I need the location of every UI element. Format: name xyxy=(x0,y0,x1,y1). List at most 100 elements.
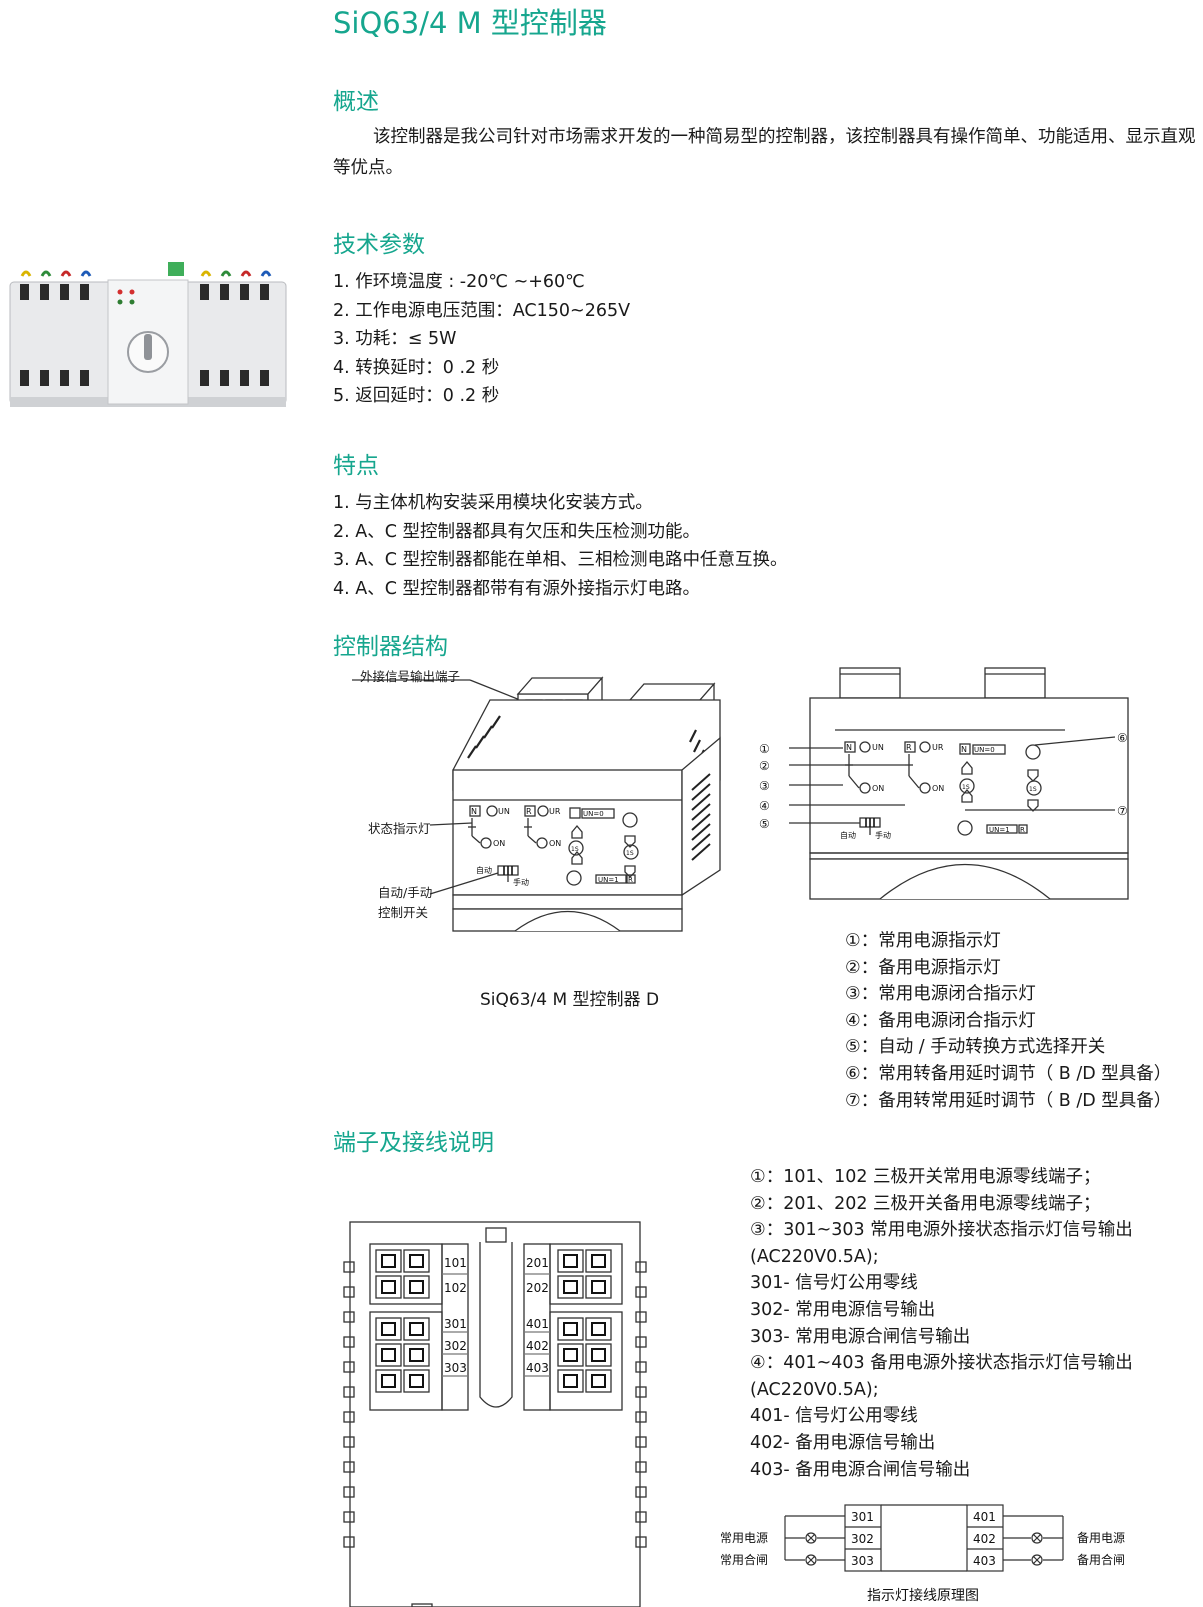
feature-item: 2. A、C 型控制器都具有欠压和失压检测功能。 xyxy=(333,521,701,542)
panel-1s-label: 1S xyxy=(1029,786,1037,793)
callout-status-led: 状态指示灯 xyxy=(368,821,431,836)
marker-7: ⑦ xyxy=(1117,804,1128,818)
marker-2: ② xyxy=(759,759,770,773)
terminal-description: ①：101、102 三极开关常用电源零线端子； ②：201、202 三极开关备用… xyxy=(750,1164,1133,1483)
features-list: 1. 与主体机构安装采用模块化安装方式。 2. A、C 型控制器都具有欠压和失压… xyxy=(333,489,788,603)
legend-item: ①：常用电源指示灯 xyxy=(845,931,1001,951)
terminal-line: ④：401~403 备用电源外接状态指示灯信号输出 xyxy=(750,1353,1133,1374)
terminal-line: ①：101、102 三极开关常用电源零线端子； xyxy=(750,1167,1101,1187)
panel-r-label: R xyxy=(1020,826,1025,834)
callout-switch-line1: 自动/手动 xyxy=(378,885,433,900)
tech-item: 1. 作环境温度 : -20℃ ~+60℃ xyxy=(333,272,585,292)
panel-n-label: N xyxy=(846,743,852,752)
terminal-line: 301- 信号灯公用零线 xyxy=(750,1273,918,1294)
wiring-term: 403 xyxy=(973,1554,996,1568)
marker-1: ① xyxy=(759,742,770,756)
marker-3: ③ xyxy=(759,779,770,793)
marker-6: ⑥ xyxy=(1117,731,1128,745)
panel-un-label: UN xyxy=(498,807,510,816)
terminal-line: 401- 信号灯公用零线 xyxy=(750,1406,918,1427)
marker-4: ④ xyxy=(759,799,770,813)
overview-heading: 概述 xyxy=(333,89,379,115)
terminal-line: 403- 备用电源合闸信号输出 xyxy=(750,1459,971,1480)
panel-on-label: ON xyxy=(549,839,561,848)
terminal-label: 202 xyxy=(526,1281,549,1295)
callout-terminal: 外接信号输出端子 xyxy=(360,669,461,684)
terminal-line: ③：301~303 常用电源外接状态指示灯信号输出 xyxy=(750,1220,1133,1241)
terminal-line: 303- 常用电源合闸信号输出 xyxy=(750,1326,971,1347)
wiring-right-top: 备用电源 xyxy=(1077,1531,1125,1545)
terminal-line: 302- 常用电源信号输出 xyxy=(750,1299,936,1320)
wiring-term: 302 xyxy=(851,1532,874,1546)
tech-item: 4. 转换延时：0 .2 秒 xyxy=(333,357,500,378)
panel-un1-label: UN=1 xyxy=(598,876,619,884)
terminal-label: 301 xyxy=(444,1317,467,1331)
tech-list: 1. 作环境温度 : -20℃ ~+60℃ 2. 工作电源电压范围：AC150~… xyxy=(333,268,630,411)
terminal-line: 402- 备用电源信号输出 xyxy=(750,1432,936,1453)
panel-ur-label: UR xyxy=(549,807,561,816)
terminal-label: 201 xyxy=(526,1256,549,1270)
panel-manual-label: 手动 xyxy=(513,877,529,887)
panel-ur-label: UR xyxy=(932,743,944,752)
wiring-term: 303 xyxy=(851,1554,874,1568)
legend-item: ④：备用电源闭合指示灯 xyxy=(845,1010,1036,1031)
wiring-left-bottom: 常用合闸 xyxy=(720,1552,768,1567)
terminal-line: ②：201、202 三极开关备用电源零线端子； xyxy=(750,1193,1101,1214)
terminal-label: 402 xyxy=(526,1339,549,1353)
panel-on-label: ON xyxy=(493,839,505,848)
controller-iso-diagram: N UN R UR ON ON UN=0 1S 1S UN=1 R 自动 手动 xyxy=(352,676,721,932)
legend-item: ③：常用电源闭合指示灯 xyxy=(845,984,1036,1005)
panel-1s-label: 1S xyxy=(962,784,970,791)
panel-auto-label: 自动 xyxy=(840,830,856,840)
wiring-schematic: 301 302 303 401 402 403 常用电源 常用合闸 备用电源 备… xyxy=(720,1504,1125,1604)
page-title: SiQ63/4 M 型控制器 xyxy=(333,6,607,40)
terminal-label: 101 xyxy=(444,1256,467,1270)
panel-1s-label: 1S xyxy=(626,850,634,857)
panel-un0-label: UN=0 xyxy=(974,746,995,754)
wiring-left-top: 常用电源 xyxy=(720,1531,768,1545)
terminal-label: 303 xyxy=(444,1361,467,1375)
product-photo xyxy=(9,262,287,407)
panel-manual-label: 手动 xyxy=(875,830,891,840)
overview-text: 该控制器是我公司针对市场需求开发的一种简易型的控制器，该控制器具有操作简单、功能… xyxy=(333,127,1196,178)
terminal-label: 403 xyxy=(526,1361,549,1375)
wiring-term: 401 xyxy=(973,1510,996,1524)
panel-on-label: ON xyxy=(932,784,944,793)
panel-auto-label: 自动 xyxy=(476,865,492,875)
tech-heading: 技术参数 xyxy=(333,232,425,258)
terminal-label: 102 xyxy=(444,1281,467,1295)
legend-item: ⑥：常用转备用延时调节（ B /D 型具备） xyxy=(845,1063,1172,1084)
tech-item: 2. 工作电源电压范围：AC150~265V xyxy=(333,300,631,321)
panel-r-label: R xyxy=(628,876,633,884)
controller-front-diagram: ① ② ③ ④ ⑤ ⑥ ⑦ N UN R UR ON ON N UN=0 1S … xyxy=(759,667,1129,900)
panel-n-label: N xyxy=(961,745,967,754)
panel-r-label: R xyxy=(906,743,912,752)
panel-un1-label: UN=1 xyxy=(989,826,1010,834)
wiring-term: 301 xyxy=(851,1510,874,1524)
panel-un0-label: UN=0 xyxy=(583,810,604,818)
callout-switch-line2: 控制开关 xyxy=(378,905,429,920)
marker-5: ⑤ xyxy=(759,817,770,831)
terminal-line: (AC220V0.5A); xyxy=(750,1379,879,1400)
feature-item: 4. A、C 型控制器都带有有源外接指示灯电路。 xyxy=(333,578,701,599)
structure-caption: SiQ63/4 M 型控制器 D xyxy=(480,990,660,1010)
terminals-heading: 端子及接线说明 xyxy=(333,1130,494,1156)
panel-un-label: UN xyxy=(872,743,884,752)
structure-legend: ①：常用电源指示灯 ②：备用电源指示灯 ③：常用电源闭合指示灯 ④：备用电源闭合… xyxy=(845,928,1171,1114)
panel-r-label: R xyxy=(526,807,532,816)
tech-item: 3. 功耗：≤ 5W xyxy=(333,329,457,349)
features-heading: 特点 xyxy=(333,453,379,479)
wiring-caption: 指示灯接线原理图 xyxy=(867,1587,979,1604)
panel-on-label: ON xyxy=(872,784,884,793)
feature-item: 1. 与主体机构安装采用模块化安装方式。 xyxy=(333,493,653,513)
terminal-line: (AC220V0.5A); xyxy=(750,1246,879,1267)
wiring-right-bottom: 备用合闸 xyxy=(1077,1552,1125,1567)
panel-1s-label: 1S xyxy=(571,846,579,853)
legend-item: ⑦：备用转常用延时调节（ B /D 型具备） xyxy=(845,1090,1172,1111)
legend-item: ⑤：自动 / 手动转换方式选择开关 xyxy=(845,1037,1106,1058)
panel-n-label: N xyxy=(471,807,477,816)
structure-heading: 控制器结构 xyxy=(333,634,448,660)
terminal-label: 302 xyxy=(444,1339,467,1353)
wiring-term: 402 xyxy=(973,1532,996,1546)
legend-item: ②：备用电源指示灯 xyxy=(845,957,1001,978)
